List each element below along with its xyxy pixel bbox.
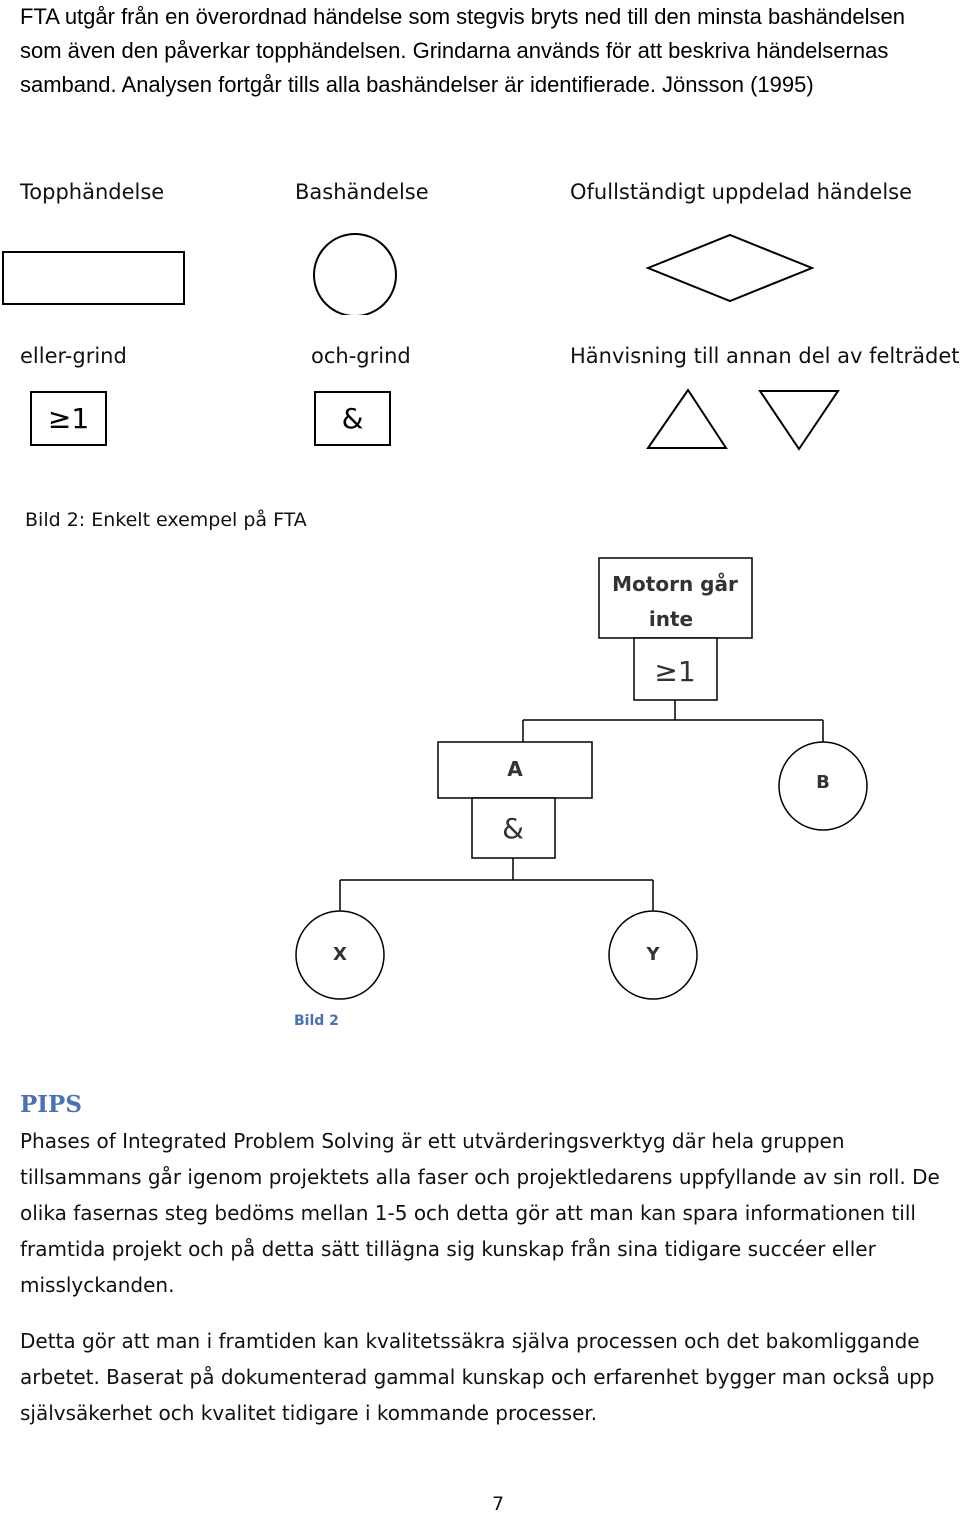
- figure-caption: Bild 2: Enkelt exempel på FTA: [25, 509, 307, 531]
- legend-label-basic-event: Bashändelse: [295, 180, 429, 204]
- tree-connectors: [339, 700, 824, 911]
- legend-shapes-row-1: [2, 233, 815, 315]
- transfer-out-triangle-icon: [758, 390, 840, 451]
- top-event-rectangle-icon: [2, 251, 185, 305]
- paragraph-line: misslyckanden.: [20, 1273, 175, 1297]
- section-paragraph-2: Detta gör att man i framtiden kan kvalit…: [20, 1323, 955, 1431]
- paragraph-line: olika fasernas steg bedöms mellan 1-5 oc…: [20, 1201, 916, 1225]
- event-b-label: B: [816, 772, 830, 793]
- paragraph-line: tillsammans går igenom projektets alla f…: [20, 1165, 940, 1189]
- top-event-label-line2: inte: [649, 607, 693, 631]
- event-y-circle: [608, 910, 698, 1000]
- transfer-in-triangle-icon: [646, 388, 728, 449]
- event-a-box: [437, 741, 593, 799]
- legend-label-or-gate: eller-grind: [20, 344, 127, 368]
- top-or-gate-symbol: ≥1: [654, 655, 695, 688]
- fault-tree-diagram: Motorn går inte ≥1 A & B X Y: [295, 557, 868, 1000]
- legend-label-undeveloped-event: Ofullständigt uppdelad händelse: [570, 180, 913, 204]
- legend-label-and-gate: och-grind: [311, 344, 411, 368]
- event-a-label: A: [507, 757, 523, 781]
- transfer-symbols: [646, 388, 840, 451]
- section-heading: PIPS: [20, 1091, 82, 1118]
- tree-caption: Bild 2: [294, 1013, 339, 1029]
- paragraph-line: arbetet. Baserat på dokumenterad gammal …: [20, 1365, 935, 1389]
- event-b-circle: [778, 741, 868, 831]
- page-number: 7: [492, 1493, 505, 1515]
- or-gate-icon: ≥1: [30, 391, 107, 446]
- paragraph-line: Phases of Integrated Problem Solving är …: [20, 1129, 845, 1153]
- and-gate-icon: &: [314, 391, 391, 446]
- top-event-box: [598, 557, 753, 639]
- basic-event-circle-icon: [313, 233, 397, 315]
- event-x-circle: [295, 910, 385, 1000]
- legend-label-top-event: Topphändelse: [20, 180, 165, 204]
- paragraph-line: Detta gör att man i framtiden kan kvalit…: [20, 1329, 920, 1353]
- top-event-label-line1: Motorn går: [612, 572, 738, 596]
- event-x-label: X: [333, 944, 347, 965]
- event-a-and-gate-symbol: &: [502, 812, 524, 845]
- section-paragraph-1: Phases of Integrated Problem Solving är …: [20, 1123, 955, 1303]
- paragraph-line: framtida projekt och på detta sätt tillä…: [20, 1237, 876, 1261]
- intro-line: som även den påverkar topphändelsen. Gri…: [20, 38, 889, 63]
- undeveloped-event-diamond-icon: [645, 233, 815, 303]
- or-gate-symbol: ≥1: [47, 402, 90, 435]
- and-gate-symbol: &: [341, 402, 364, 435]
- intro-paragraph: FTA utgår från en överordnad händelse so…: [20, 0, 950, 102]
- legend-label-transfer: Hänvisning till annan del av felträdet: [570, 344, 960, 368]
- event-a-and-gate-box: [471, 797, 556, 859]
- event-y-label: Y: [645, 944, 660, 965]
- top-or-gate-box: [633, 637, 718, 701]
- intro-line: samband. Analysen fortgår tills alla bas…: [20, 72, 814, 97]
- intro-line: FTA utgår från en överordnad händelse so…: [20, 4, 905, 29]
- paragraph-line: självsäkerhet och kvalitet tidigare i ko…: [20, 1401, 598, 1425]
